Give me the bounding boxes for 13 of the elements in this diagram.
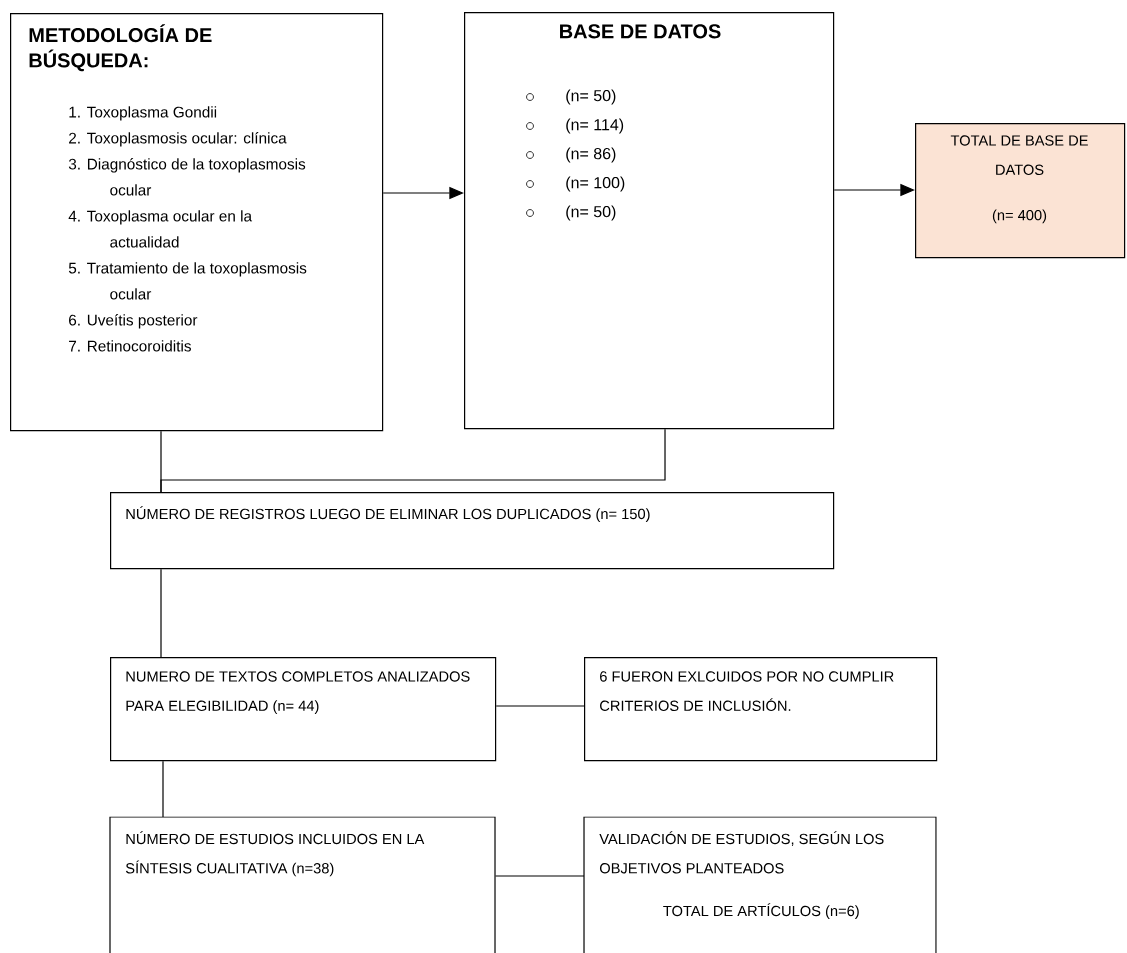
connector (494, 875, 585, 877)
process-box: 6 FUERON EXLCUIDOS POR NO CUMPLIR CRITERIOS DE INCLUSIÓN. (584, 657, 938, 762)
process-box: VALIDACIÓN DE ESTUDIOS, SEGÚN LOS OBJETIVOS PLANTEADOS TOTAL DE ARTÍCULOS (n=6) (583, 816, 937, 953)
process-box: NÚMERO DE REGISTROS LUEGO DE ELIMINAR LOS DUPLICADOS (n= 150) (110, 492, 835, 570)
search-method-box: METODOLOGÍA DE BÚSQUEDA: 1. Toxoplasma Gondii 2. Toxoplasmosis ocular: clínica 3. Diagnóstico de la toxoplasmosis ocular 4. Toxoplasma ocular en la actualidad 5. Tratamiento de la toxoplasmosis ocular 6. Uveítis posterior 7. Retinocoroiditis (10, 13, 384, 432)
total-box: TOTAL DE BASE DE DATOS (n= 400) (915, 123, 1126, 259)
connector (160, 568, 162, 658)
process-box: NUMERO DE TEXTOS COMPLETOS ANALIZADOS PARA ELEGIBILIDAD (n= 44) (110, 657, 497, 762)
process-box: NÚMERO DE ESTUDIOS INCLUIDOS EN LA SÍNTESIS CUALITATIVA (n=38) (109, 816, 496, 953)
connector (162, 760, 164, 818)
database-box: BASE DE DATOS (n= 50) (n= 114) (n= 86) (n= 100) (n= 50) (464, 12, 835, 430)
connector (495, 705, 585, 707)
connector (160, 428, 666, 493)
